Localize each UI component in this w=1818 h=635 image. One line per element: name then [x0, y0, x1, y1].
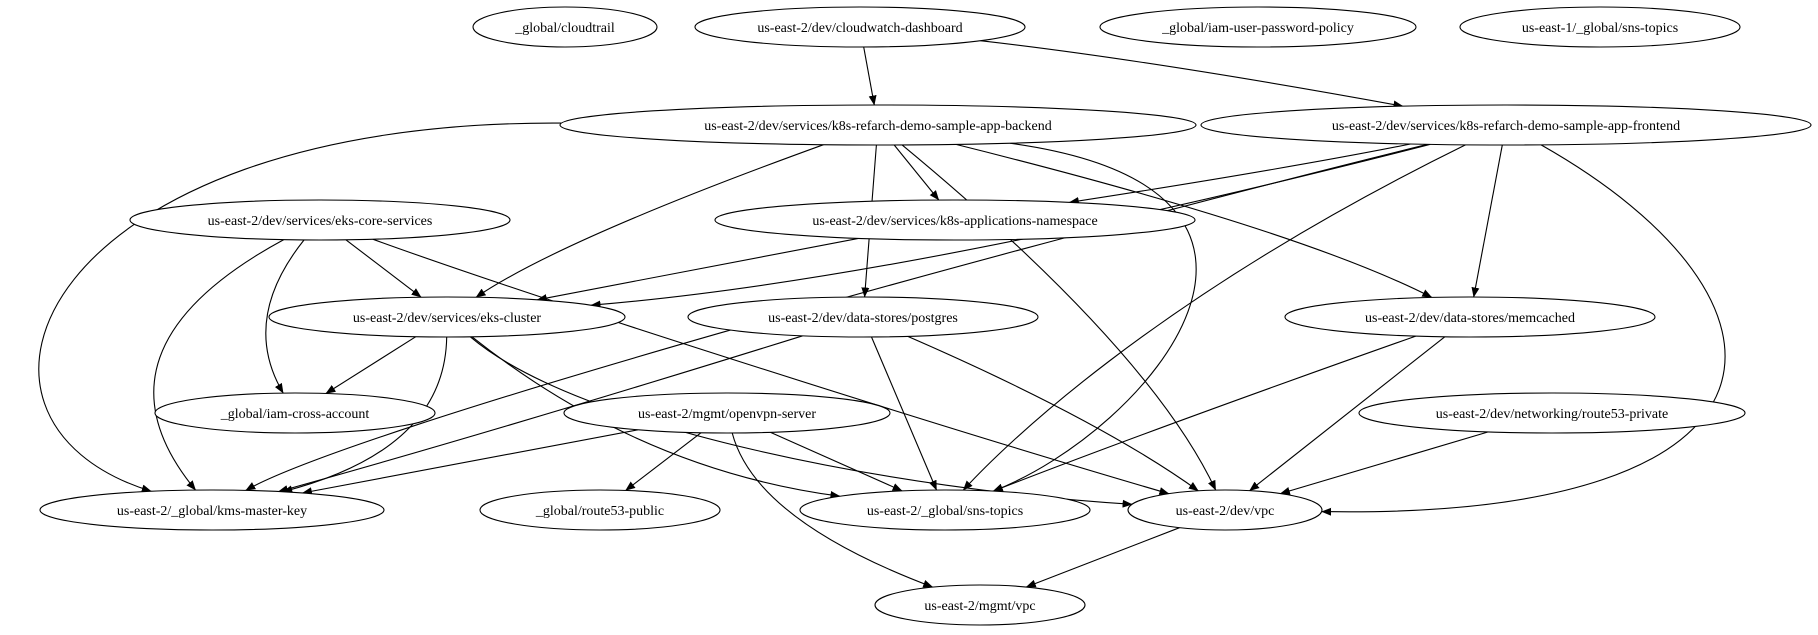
frontend-ellipse: [1200, 104, 1812, 146]
graph-node-r53_private: us-east-2/dev/networking/route53-private: [1358, 392, 1746, 434]
edge-namespace-eks_cluster: [536, 237, 860, 302]
edge-dev_vpc-mgmt_vpc: [1025, 527, 1180, 588]
r53_public-label: _global/route53-public: [535, 504, 664, 519]
sns_use2-ellipse: [799, 489, 1091, 531]
eks_cluster-label: us-east-2/dev/services/eks-cluster: [353, 311, 541, 326]
r53_private-ellipse: [1358, 392, 1746, 434]
dev_vpc-label: us-east-2/dev/vpc: [1176, 504, 1275, 519]
graph-node-cloudtrail: _global/cloudtrail: [472, 6, 658, 48]
edge-openvpn-sns_use2: [770, 431, 903, 492]
cloudtrail-ellipse: [472, 6, 658, 48]
graph-node-iam_cross: _global/iam-cross-account: [154, 392, 436, 434]
graph-node-cwdash: us-east-2/dev/cloudwatch-dashboard: [694, 6, 1026, 48]
graph-node-openvpn: us-east-2/mgmt/openvpn-server: [563, 392, 891, 434]
graph-node-sns_use2: us-east-2/_global/sns-topics: [799, 489, 1091, 531]
graph-node-mgmt_vpc: us-east-2/mgmt/vpc: [874, 584, 1086, 626]
memcached-ellipse: [1284, 296, 1656, 338]
cloudtrail-label: _global/cloudtrail: [514, 21, 615, 36]
edge-backend-sns_use2: [992, 142, 1197, 492]
graph-node-dev_vpc: us-east-2/dev/vpc: [1127, 489, 1323, 531]
r53_public-ellipse: [479, 489, 721, 531]
dev_vpc-ellipse: [1127, 489, 1323, 531]
frontend-label: us-east-2/dev/services/k8s-refarch-demo-…: [1332, 119, 1680, 134]
edge-postgres-kms: [277, 335, 803, 493]
eks_core-label: us-east-2/dev/services/eks-core-services: [208, 214, 433, 229]
graph-node-backend: us-east-2/dev/services/k8s-refarch-demo-…: [559, 104, 1197, 146]
edge-r53_private-dev_vpc: [1279, 431, 1489, 495]
namespace-ellipse: [714, 199, 1196, 241]
kms-ellipse: [39, 489, 385, 531]
graph-node-sns_use1: us-east-1/_global/sns-topics: [1459, 6, 1741, 48]
edge-openvpn-mgmt_vpc: [731, 432, 934, 588]
namespace-label: us-east-2/dev/services/k8s-applications-…: [812, 214, 1097, 229]
memcached-label: us-east-2/dev/data-stores/memcached: [1365, 311, 1575, 326]
iam_cross-ellipse: [154, 392, 436, 434]
eks_core-ellipse: [129, 199, 511, 241]
edge-frontend-sns_use2: [962, 144, 1466, 491]
edge-eks_cluster-iam_cross: [325, 336, 417, 394]
kms-label: us-east-2/_global/kms-master-key: [117, 504, 307, 519]
cwdash-label: us-east-2/dev/cloudwatch-dashboard: [757, 21, 962, 36]
graph-node-memcached: us-east-2/dev/data-stores/memcached: [1284, 296, 1656, 338]
edge-eks_core-kms: [153, 239, 285, 491]
edge-postgres-sns_use2: [870, 336, 938, 491]
edge-memcached-dev_vpc: [1249, 336, 1446, 492]
graph-node-kms: us-east-2/_global/kms-master-key: [39, 489, 385, 531]
edge-memcached-sns_use2: [992, 335, 1416, 492]
edge-openvpn-r53_public: [625, 432, 702, 491]
graph-node-eks_core: us-east-2/dev/services/eks-core-services: [129, 199, 511, 241]
edge-backend-eks_cluster: [475, 144, 824, 298]
postgres-label: us-east-2/dev/data-stores/postgres: [768, 311, 958, 326]
edge-frontend-kms: [245, 143, 1428, 491]
edge-cwdash-backend: [863, 46, 877, 106]
cwdash-ellipse: [694, 6, 1026, 48]
graph-node-eks_cluster: us-east-2/dev/services/eks-cluster: [268, 296, 626, 338]
graph-node-iampwd: _global/iam-user-password-policy: [1099, 6, 1417, 48]
sns_use2-label: us-east-2/_global/sns-topics: [867, 504, 1023, 519]
backend-ellipse: [559, 104, 1197, 146]
graph-node-frontend: us-east-2/dev/services/k8s-refarch-demo-…: [1200, 104, 1812, 146]
edge-eks_core-eks_cluster: [345, 239, 422, 298]
edge-backend-memcached: [955, 143, 1433, 298]
edge-eks_core-iam_cross: [265, 239, 305, 394]
nodes-layer: _global/cloudtrail us-east-2/dev/cloudwat…: [39, 6, 1812, 626]
edge-eks_cluster-sns_use2: [471, 336, 841, 499]
edge-postgres-dev_vpc: [907, 335, 1199, 492]
edge-frontend-namespace: [1068, 143, 1411, 205]
sns_use1-ellipse: [1459, 6, 1741, 48]
openvpn-ellipse: [563, 392, 891, 434]
mgmt_vpc-label: us-east-2/mgmt/vpc: [924, 599, 1035, 614]
graph-node-namespace: us-east-2/dev/services/k8s-applications-…: [714, 199, 1196, 241]
edge-frontend-dev_vpc: [1321, 144, 1726, 516]
graph-node-r53_public: _global/route53-public: [479, 489, 721, 531]
edge-frontend-memcached: [1471, 144, 1503, 298]
iampwd-label: _global/iam-user-password-policy: [1161, 21, 1354, 36]
backend-label: us-east-2/dev/services/k8s-refarch-demo-…: [704, 119, 1052, 134]
edge-backend-kms: [38, 122, 562, 493]
graph-node-postgres: us-east-2/dev/data-stores/postgres: [687, 296, 1039, 338]
iam_cross-label: _global/iam-cross-account: [220, 407, 370, 422]
edge-backend-namespace: [893, 144, 940, 201]
edge-openvpn-kms: [301, 429, 639, 496]
iampwd-ellipse: [1099, 6, 1417, 48]
postgres-ellipse: [687, 296, 1039, 338]
sns_use1-label: us-east-1/_global/sns-topics: [1522, 21, 1678, 36]
edge-eks_core-dev_vpc: [372, 238, 1170, 495]
edge-cwdash-frontend: [980, 40, 1404, 109]
r53_private-label: us-east-2/dev/networking/route53-private: [1436, 407, 1668, 422]
mgmt_vpc-ellipse: [874, 584, 1086, 626]
openvpn-label: us-east-2/mgmt/openvpn-server: [638, 407, 816, 422]
eks_cluster-ellipse: [268, 296, 626, 338]
